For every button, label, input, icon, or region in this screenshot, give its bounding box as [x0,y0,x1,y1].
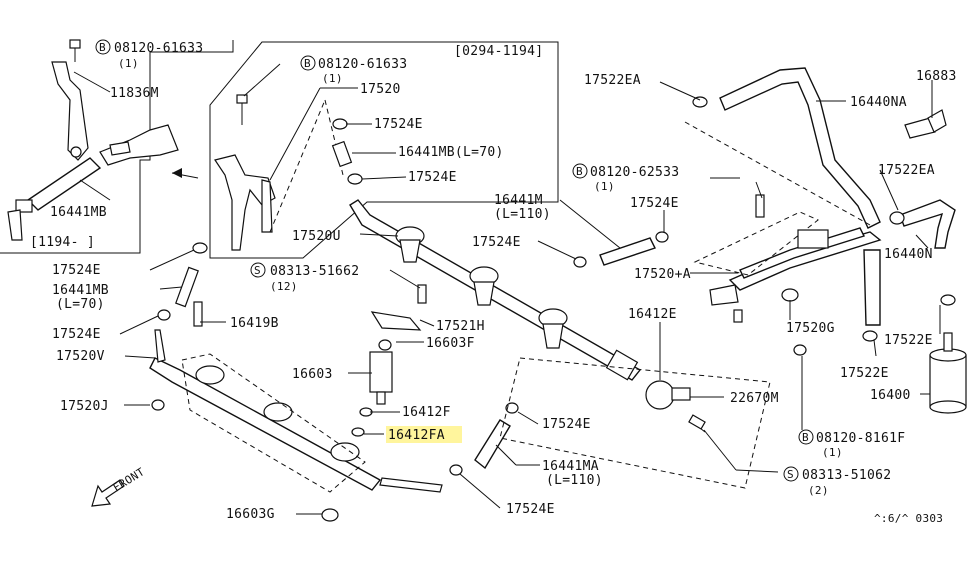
bracket-11836m [51,61,89,161]
label-16419b: 16419B [230,316,279,331]
label-16603f: 16603F [426,336,475,351]
label-17524e-d: 17524E [472,235,521,250]
label-08120-8161f: 08120-8161F [816,431,905,446]
bolt-markers: B B B S B S [95,39,814,482]
hose-16441ma [449,357,771,489]
bolt-marker-1: B [99,41,106,54]
label-08120-61633-a: 08120-61633 [114,41,203,56]
label-16603: 16603 [292,367,333,382]
label-17520v: 17520V [56,349,105,364]
label-16412f: 16412F [402,405,451,420]
arrow-head [172,168,182,178]
bolt-marker-4: B [802,431,809,444]
part-labels: 08120-61633 (1) 11836M 16441MB [1194- ] … [30,41,957,525]
fuel-filter-16400 [929,294,967,414]
left-parts [157,242,208,327]
label-17524e-b: 17524E [408,170,457,185]
label-17524e-h: 17524E [506,502,555,517]
label-16400: 16400 [870,388,911,403]
label-qty-e: (1) [822,446,843,459]
front-arrow [91,479,125,507]
label-17520g: 17520G [786,321,835,336]
label-16441ma: 16441MA [542,459,599,474]
label-17524e-e: 17524E [52,263,101,278]
label-17520: 17520 [360,82,401,97]
label-17522ea-a: 17522EA [584,73,641,88]
label-16441m: 16441M [494,193,543,208]
label-17524e-a: 17524E [374,117,423,132]
screw-marker-1: S [254,264,261,277]
label-08120-61633-b: 08120-61633 [318,57,407,72]
bolt-marker-3: B [576,165,583,178]
hose-16441m [573,231,669,268]
label-17524e-g: 17524E [542,417,591,432]
highlight-box [386,426,462,443]
label-17520a: 17520+A [634,267,691,282]
label-08120-62533: 08120-62533 [590,165,679,180]
label-16412fa: 16412FA [388,428,445,443]
label-17520u: 17520U [292,229,341,244]
label-date-range-b: [0294-1194] [454,44,543,59]
label-08313-51062: 08313-51062 [802,468,891,483]
screw-marker-2: S [787,468,794,481]
label-16603g: 16603G [226,507,275,522]
hose-16440n [862,199,956,342]
leader-lines [73,63,941,515]
fuel-pipe-right [693,194,882,356]
label-qty-c: (1) [594,180,615,193]
label-17522ea-b: 17522EA [878,163,935,178]
label-11836m: 11836M [110,86,159,101]
label-17521h: 17521H [436,319,485,334]
label-22670m: 22670M [730,391,779,406]
bolt-part [69,39,81,62]
label-16441mb-len: (L=70) [56,297,105,312]
label-16440na: 16440NA [850,95,907,110]
inset-frame-center [209,41,559,259]
label-17524e-f: 17524E [52,327,101,342]
label-16883: 16883 [916,69,957,84]
label-16441mb-c: 16441MB [52,283,109,298]
label-16440n: 16440N [884,247,933,262]
bolt-marker-2: B [304,57,311,70]
label-qty-b: (1) [322,72,343,85]
label-diagram-code: ^:6/^ 0303 [874,512,943,525]
label-17520j: 17520J [60,399,109,414]
fuel-rail-upper [349,199,642,381]
label-front: FRONT [111,465,147,494]
label-17524e-c: 17524E [630,196,679,211]
label-16441mb-a: 16441MB [50,205,107,220]
fuel-pipe-inset [214,94,363,251]
label-qty-f: (2) [808,484,829,497]
hose-16440na [692,67,947,229]
label-16412e: 16412E [628,307,677,322]
pressure-regulator-22670m [645,380,706,433]
label-17522e-a: 17522E [884,333,933,348]
label-16441mb-b: 16441MB(L=70) [398,145,504,160]
fuel-rail-lower [149,329,443,522]
label-16441m-len: (L=110) [494,207,551,222]
inset-frame-left [0,40,234,254]
label-date-range-a: [1194- ] [30,235,95,250]
label-qty-a: (1) [118,57,139,70]
label-08313-51662: 08313-51662 [270,264,359,279]
label-16441ma-len: (L=110) [546,473,603,488]
label-17522e-b: 17522E [840,366,889,381]
hose-left-inset [7,124,179,241]
label-qty-d: (12) [270,280,298,293]
